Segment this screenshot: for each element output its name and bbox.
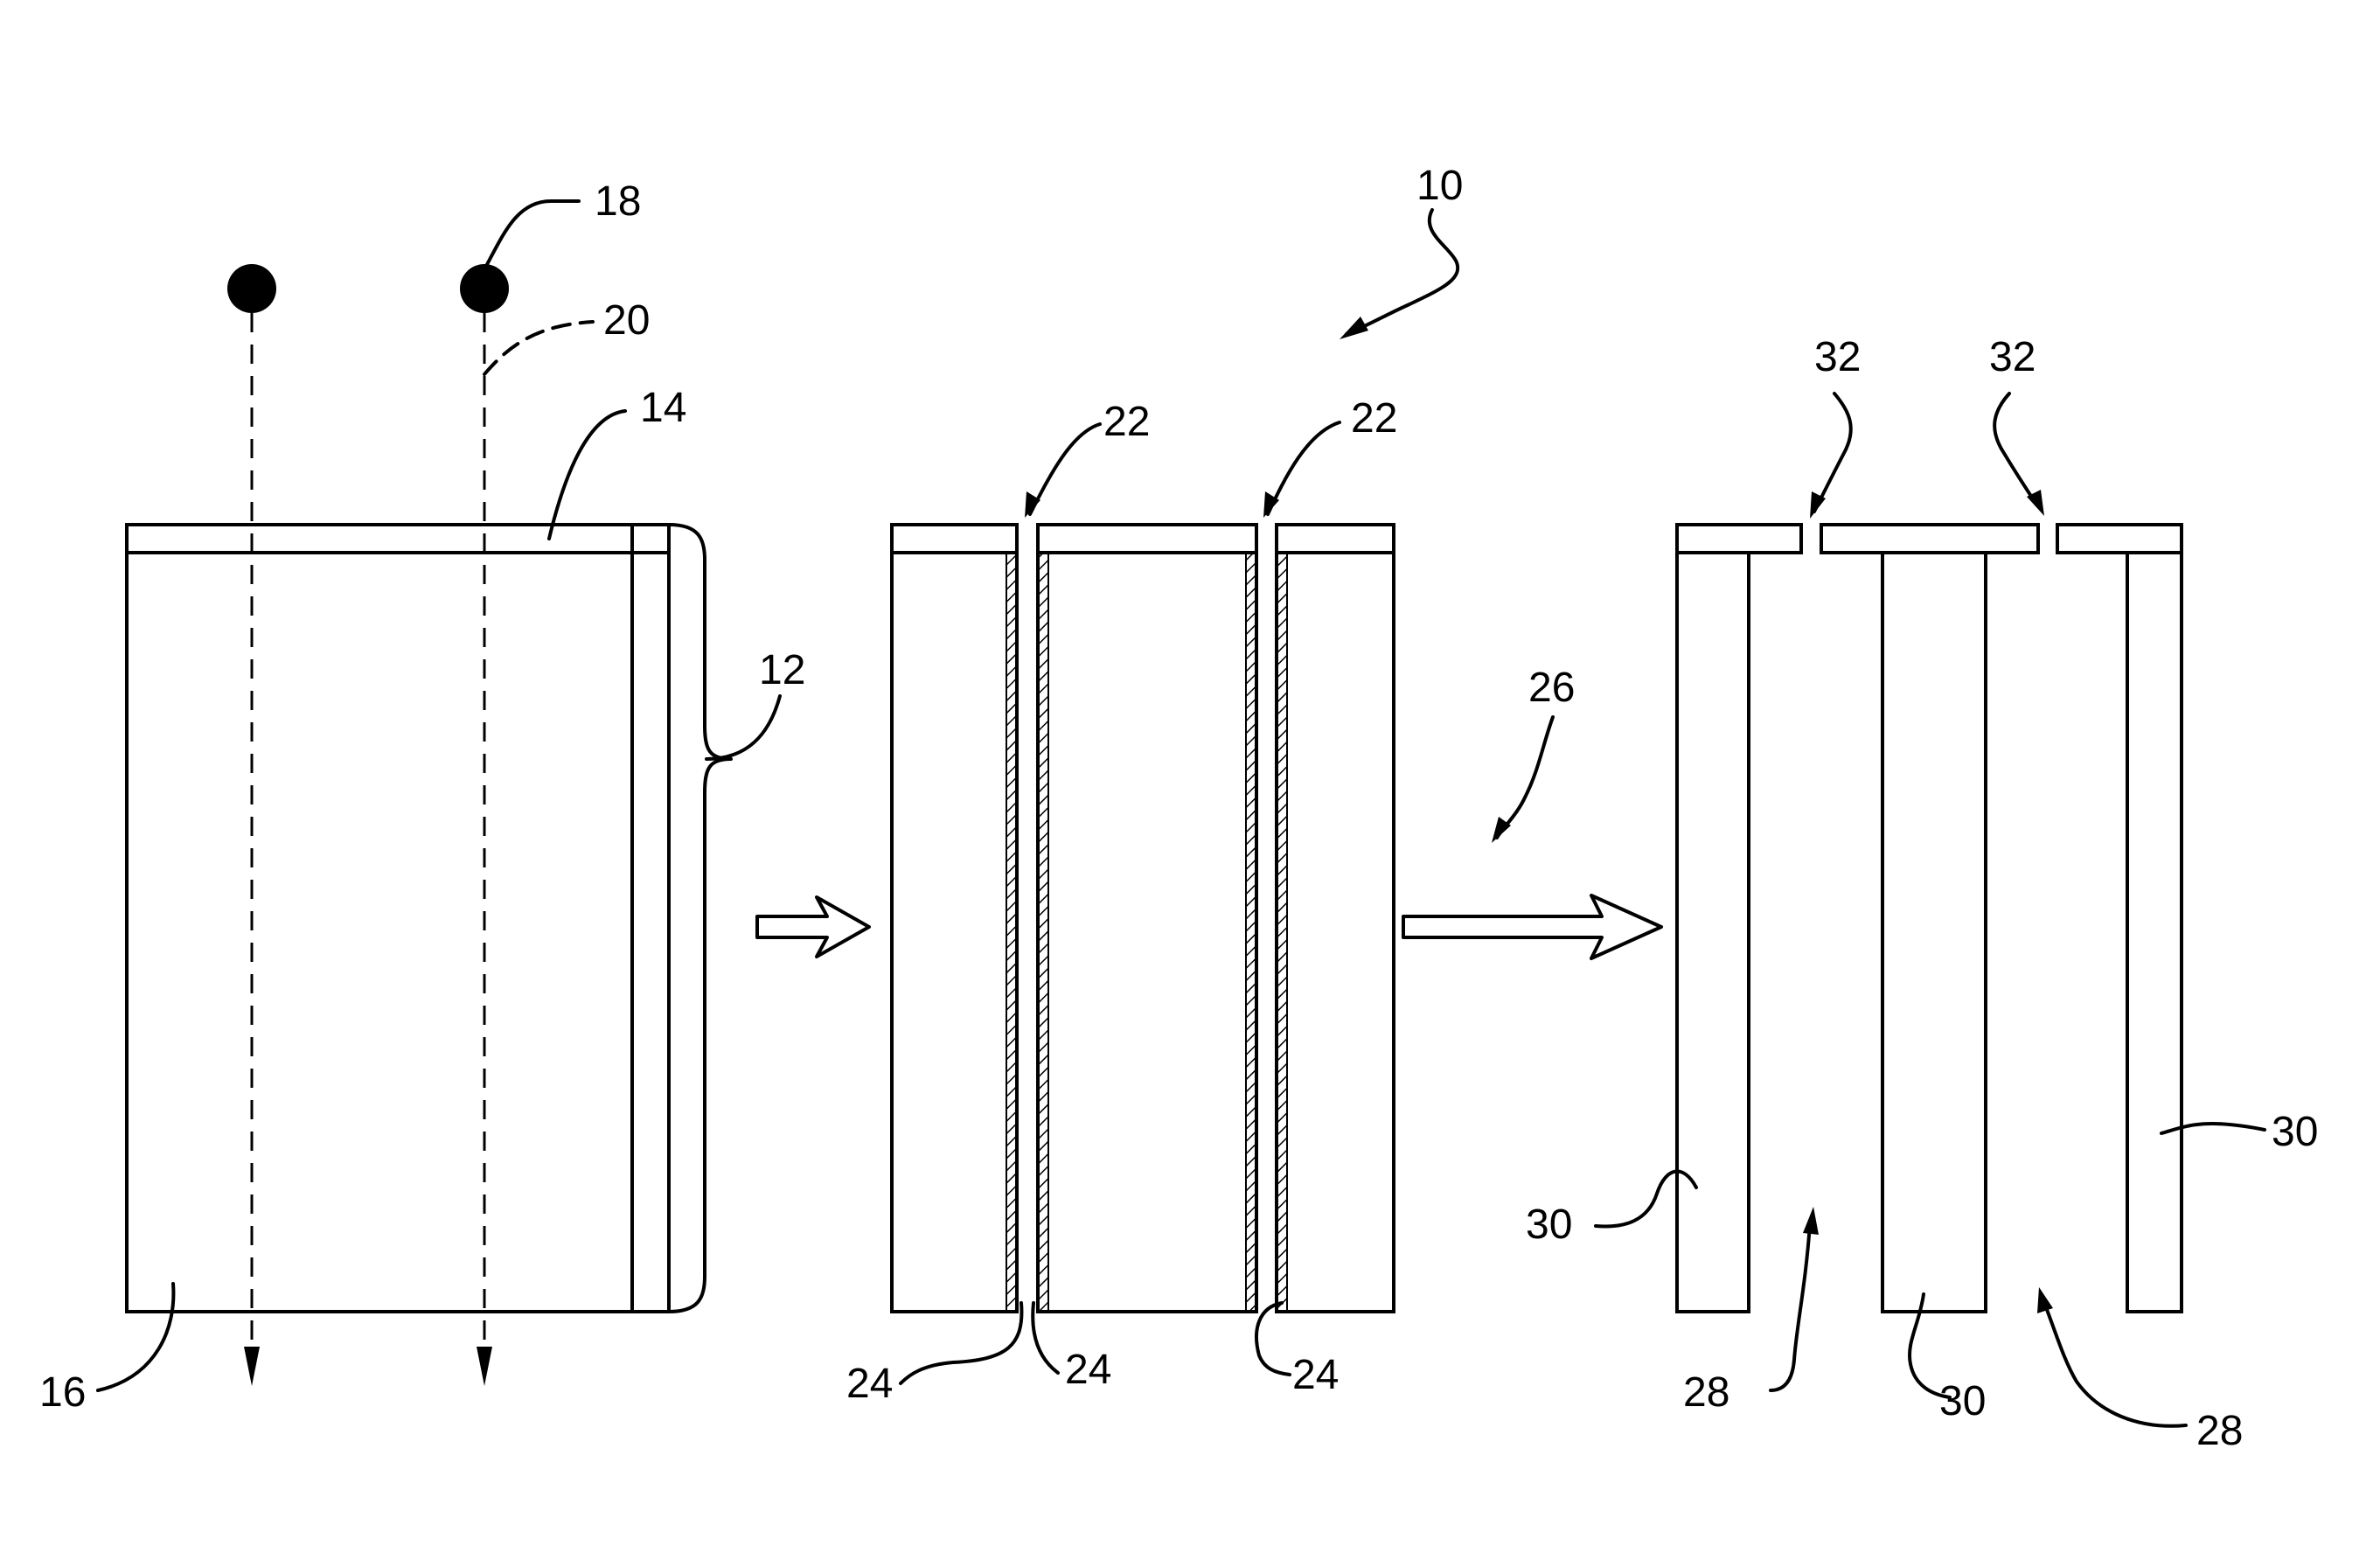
substrate-body — [127, 525, 669, 1312]
label-22-left: 22 — [1103, 399, 1150, 445]
segment-middle — [1038, 525, 1256, 1312]
label-28-left: 28 — [1683, 1369, 1729, 1416]
pillar-right — [2127, 553, 2182, 1312]
wall-hatch-4 — [1277, 553, 1287, 1312]
stage-2-tracks-etched — [892, 525, 1394, 1312]
particle-dot-left — [227, 264, 276, 313]
label-32-left: 32 — [1814, 334, 1861, 380]
leader-14 — [549, 411, 625, 539]
process-arrow-2 — [1403, 895, 1661, 958]
wall-hatch-3 — [1246, 553, 1256, 1312]
label-16: 16 — [39, 1369, 86, 1416]
leader-24-c — [1256, 1303, 1290, 1375]
leader-12 — [706, 696, 780, 759]
leader-28-right — [2044, 1303, 2186, 1426]
leader-10 — [1347, 210, 1458, 334]
label-24-b: 24 — [1065, 1347, 1111, 1393]
label-14: 14 — [640, 385, 686, 431]
wall-hatch-1 — [1006, 553, 1017, 1312]
particle-dot-right — [460, 264, 509, 313]
segment-right — [1277, 525, 1394, 1312]
track-arrowhead-right — [477, 1347, 492, 1386]
segment-left — [892, 525, 1017, 1312]
label-30-right: 30 — [2272, 1109, 2318, 1155]
top-plate-left — [1677, 525, 1801, 553]
leader-32-right — [1994, 393, 2037, 505]
leader-24-a — [901, 1303, 1021, 1383]
label-12: 12 — [759, 647, 805, 693]
top-plate-right — [2057, 525, 2182, 553]
leader-20 — [484, 322, 593, 374]
label-22-right: 22 — [1351, 395, 1397, 442]
pillar-middle — [1882, 553, 1986, 1312]
label-30-middle: 30 — [1939, 1378, 1986, 1424]
label-30-left: 30 — [1526, 1201, 1572, 1248]
pillar-left — [1677, 553, 1749, 1312]
leader-18 — [484, 201, 579, 269]
leader-26 — [1497, 717, 1553, 838]
arrowhead-10 — [1340, 317, 1368, 339]
arrowhead-28-left — [1803, 1207, 1819, 1235]
leader-28-left — [1771, 1224, 1810, 1390]
label-32-right: 32 — [1989, 334, 2036, 380]
leader-32-left — [1814, 393, 1851, 512]
label-24-a: 24 — [846, 1361, 893, 1407]
label-24-c: 24 — [1292, 1352, 1339, 1398]
brace-12 — [669, 525, 731, 1312]
label-18: 18 — [595, 178, 641, 225]
leader-22-left — [1030, 424, 1100, 514]
stage-3-pillars — [1677, 525, 2182, 1312]
track-arrowhead-left — [244, 1347, 260, 1386]
arrowhead-28-right — [2037, 1287, 2053, 1313]
label-26: 26 — [1528, 665, 1575, 711]
top-plate-middle — [1821, 525, 2038, 553]
wall-hatch-2 — [1038, 553, 1048, 1312]
process-arrow-1 — [757, 897, 869, 957]
label-28-right: 28 — [2196, 1408, 2243, 1454]
label-20: 20 — [603, 297, 650, 344]
label-10: 10 — [1416, 163, 1463, 209]
stage-1-irradiation — [127, 264, 731, 1386]
